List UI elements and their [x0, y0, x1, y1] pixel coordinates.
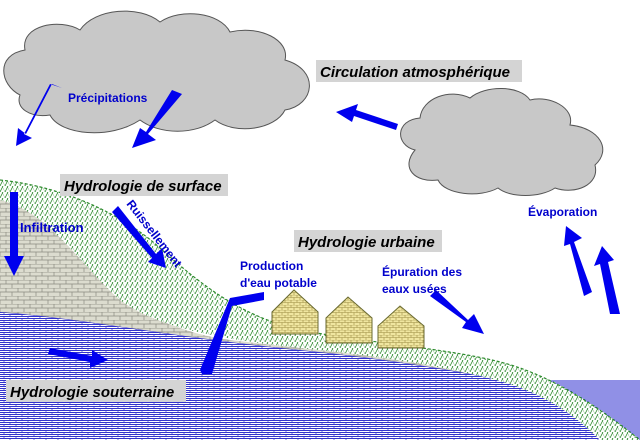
label-precipitations: Précipitations — [68, 91, 148, 105]
groundwater-layer — [0, 312, 620, 440]
house-icon — [325, 296, 373, 344]
label-production-line1: Production — [240, 259, 303, 273]
house-icon — [377, 305, 425, 349]
label-production-line2: d'eau potable — [240, 276, 317, 290]
label-hydrologie-souterraine: Hydrologie souterraine — [10, 384, 174, 401]
house-icon — [271, 289, 319, 335]
precipitation-arrow-icon — [132, 90, 182, 148]
evaporation-arrow-icon — [564, 226, 592, 296]
infiltration-arrow-icon — [4, 192, 24, 276]
flow-arrows — [4, 84, 620, 374]
label-hydrologie-surface: Hydrologie de surface — [64, 178, 222, 195]
cloud-icon — [3, 10, 310, 134]
cloud-icon — [400, 88, 604, 196]
label-infiltration: Infiltration — [20, 220, 84, 235]
evaporation-arrow-icon — [594, 246, 620, 314]
groundwater-flow-arrow-icon — [48, 348, 108, 368]
precipitation-arrow-icon — [16, 84, 62, 146]
surface-layer — [0, 180, 640, 440]
label-hydrologie-urbaine: Hydrologie urbaine — [298, 234, 435, 251]
label-highlight — [316, 60, 522, 82]
label-highlight — [6, 380, 186, 402]
label-highlight — [60, 174, 228, 196]
label-circulation-atmospherique: Circulation atmosphérique — [320, 64, 510, 81]
epuration-arrow-icon — [430, 290, 484, 334]
production-arrow-icon — [200, 292, 264, 374]
label-highlight — [294, 230, 442, 252]
label-evaporation: Évaporation — [528, 204, 597, 219]
circulation-arrow-icon — [336, 104, 398, 130]
runoff-arrow-icon — [112, 206, 166, 268]
label-epuration-line1: Épuration des — [382, 264, 462, 279]
label-epuration-line2: eaux usées — [382, 282, 447, 296]
